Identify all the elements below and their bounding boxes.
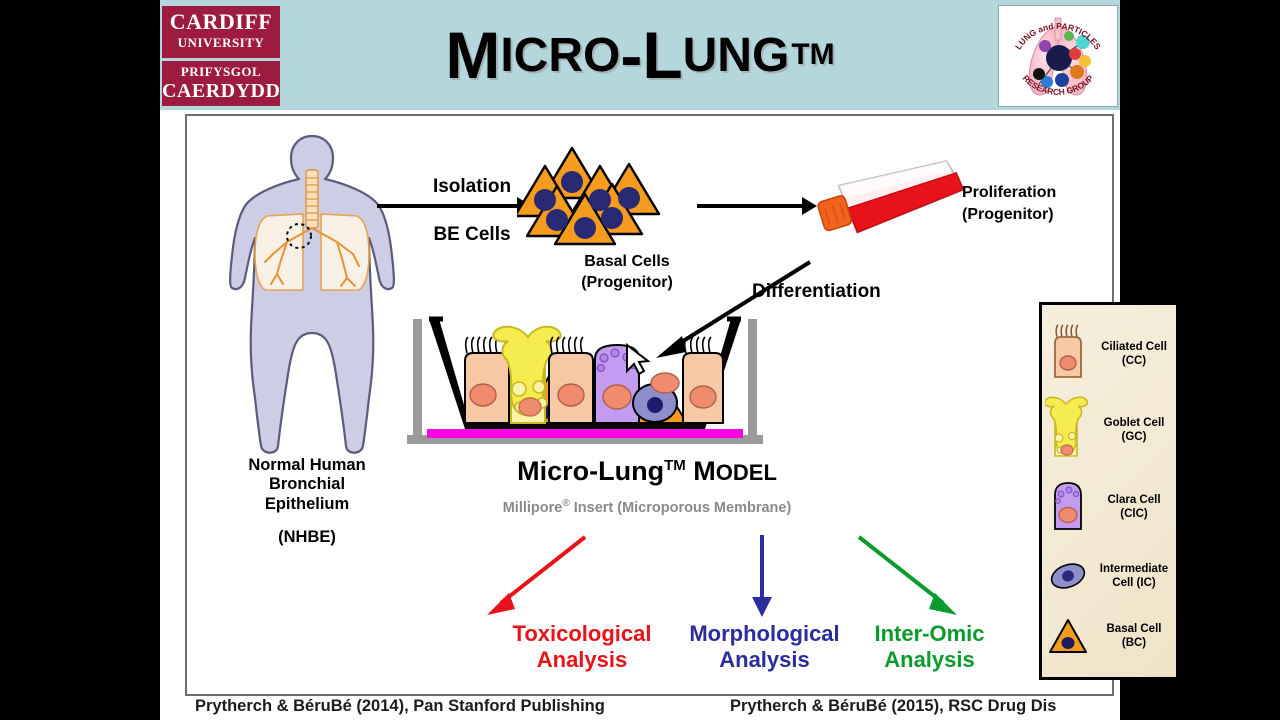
legend-item-basal-cell: Basal Cell (BC): [1042, 605, 1176, 667]
proliferation-arrow: [697, 194, 817, 223]
cell-type-legend: Ciliated Cell (CC): [1039, 302, 1179, 680]
nhbe-abbreviation: (NHBE): [278, 528, 336, 546]
toxicological-arrow: [477, 531, 597, 626]
model-subtitle-rest: Insert (Microporous Membrane): [569, 499, 792, 516]
legend-gc-line1: Goblet Cell: [1103, 416, 1165, 429]
cardiff-logo-bottom: PRIFYSGOL CAERDYDD: [162, 61, 280, 106]
citation-left: Prytherch & BéruBé (2014), Pan Stanford …: [195, 697, 605, 715]
model-subtitle-brand: Millipore: [502, 499, 563, 516]
analysis-mor-line2: Analysis: [719, 646, 810, 672]
model-title-tm: TM: [664, 457, 686, 474]
legend-label-ciliated-cell: Ciliated Cell (CC): [1094, 340, 1176, 369]
proliferation-label-line2: (Progenitor): [962, 206, 1054, 223]
analysis-tox-line1: Toxicological: [512, 621, 652, 646]
cilia-icon: [549, 336, 584, 354]
legend-bc-line2: (BC): [1121, 637, 1147, 649]
basal-cells-caption-line1: Basal Cells: [584, 253, 670, 270]
basal-cell-cluster: [513, 134, 677, 259]
legend-label-basal-cell: Basal Cell (BC): [1094, 622, 1176, 651]
basal-cells-caption-line2: (Progenitor): [581, 274, 673, 291]
molecule-cluster: [1033, 31, 1091, 88]
legend-cc-line2: (CC): [1121, 355, 1147, 367]
legend-item-clara-cell: Clara Cell (ClC): [1042, 469, 1176, 545]
analysis-toxicological-label: Toxicological Analysis: [487, 621, 677, 673]
analysis-inter-omic-label: Inter-Omic Analysis: [842, 621, 1017, 673]
registered-icon: ®: [562, 498, 570, 509]
differentiation-label: Differentiation: [752, 281, 881, 302]
cilia-icon: [464, 336, 499, 354]
ciliated-cell: [667, 353, 695, 423]
title-ung: UNG: [682, 28, 790, 82]
nhbe-line3: Epithelium: [264, 494, 350, 513]
cardiff-university-logo: CARDIFF UNIVERSITY PRIFYSGOL CAERDYDD: [162, 6, 280, 106]
proliferation-label-line1: Proliferation: [962, 184, 1057, 201]
mouse-cursor-icon: [626, 342, 651, 376]
model-subtitle: Millipore® Insert (Microporous Membrane): [407, 498, 887, 517]
inter-omic-arrow: [847, 531, 967, 626]
lung-particles-research-group-logo: LUNG and PARTICLES RESEARCH GROUP: [998, 5, 1118, 107]
legend-ic-line1: Intermediate: [1099, 562, 1169, 575]
analysis-int-line2: Analysis: [884, 646, 975, 672]
model-title-part-a: Micro-Lung: [517, 456, 665, 486]
legend-clc-line2: (ClC): [1120, 508, 1148, 520]
legend-item-goblet-cell: Goblet Cell (GC): [1042, 391, 1176, 469]
ciliated-cell: [548, 352, 594, 424]
title-dash-l: -L: [620, 18, 683, 92]
model-title-part-c: ODEL: [715, 460, 777, 485]
culture-flask: [807, 154, 972, 264]
differentiation-arrow: [642, 256, 822, 371]
legend-clc-line1: Clara Cell: [1107, 493, 1161, 506]
micro-lung-insert-model: [399, 311, 771, 466]
legend-gc-line2: (GC): [1121, 431, 1147, 443]
epithelial-cell-layer: [464, 325, 724, 424]
model-title: Micro-LungTM MODEL: [407, 456, 887, 488]
intermediate-cell: [632, 372, 680, 423]
goblet-cell-icon: [1042, 396, 1094, 464]
citation-right: Prytherch & BéruBé (2015), RSC Drug Dis: [730, 697, 1057, 715]
legend-bc-line1: Basal Cell: [1106, 622, 1162, 635]
diagram-frame: Normal Human Bronchial Epithelium (NHBE)…: [185, 114, 1179, 696]
title-trademark: TM: [791, 38, 835, 71]
ciliated-cell-icon: [1042, 323, 1094, 385]
title-icro: ICRO: [500, 28, 621, 82]
ciliated-cell: [464, 352, 510, 424]
basal-cell-icon: [1042, 614, 1094, 658]
nhbe-line2: Bronchial: [268, 475, 346, 494]
isolation-label-bottom: BE Cells: [433, 224, 511, 245]
cardiff-logo-line4: CAERDYDD: [162, 80, 281, 102]
model-title-part-b: M: [693, 456, 716, 486]
legend-cc-line1: Ciliated Cell: [1101, 340, 1167, 353]
clara-cell-icon: [1042, 477, 1094, 537]
legend-ic-line2: Cell (IC): [1112, 577, 1156, 589]
cilia-icon: [683, 336, 712, 354]
human-body-figure: [207, 128, 417, 463]
cardiff-logo-line1: CARDIFF: [169, 9, 273, 34]
cardiff-logo-line2: UNIVERSITY: [177, 35, 265, 50]
analysis-int-line1: Inter-Omic: [874, 621, 985, 646]
legend-label-clara-cell: Clara Cell (ClC): [1094, 493, 1176, 522]
legend-label-goblet-cell: Goblet Cell (GC): [1094, 416, 1176, 445]
nhbe-line1: Normal Human: [248, 456, 366, 474]
morphological-arrow: [747, 531, 777, 626]
legend-item-intermediate-cell: Intermediate Cell (IC): [1042, 547, 1176, 605]
lung-overlay: [254, 169, 370, 291]
title-m: M: [445, 18, 501, 92]
legend-label-intermediate-cell: Intermediate Cell (IC): [1094, 562, 1176, 591]
analysis-tox-line2: Analysis: [536, 646, 628, 672]
analysis-morphological-label: Morphological Analysis: [667, 621, 862, 673]
cardiff-logo-top: CARDIFF UNIVERSITY: [162, 6, 280, 58]
cardiff-logo-line3: PRIFYSGOL: [180, 64, 262, 79]
intermediate-cell-icon: [1042, 556, 1094, 596]
analysis-mor-line1: Morphological: [689, 621, 840, 646]
nhbe-label: Normal Human Bronchial Epithelium: [197, 456, 417, 514]
isolation-label-top: Isolation: [432, 176, 512, 197]
legend-item-ciliated-cell: Ciliated Cell (CC): [1042, 317, 1176, 391]
